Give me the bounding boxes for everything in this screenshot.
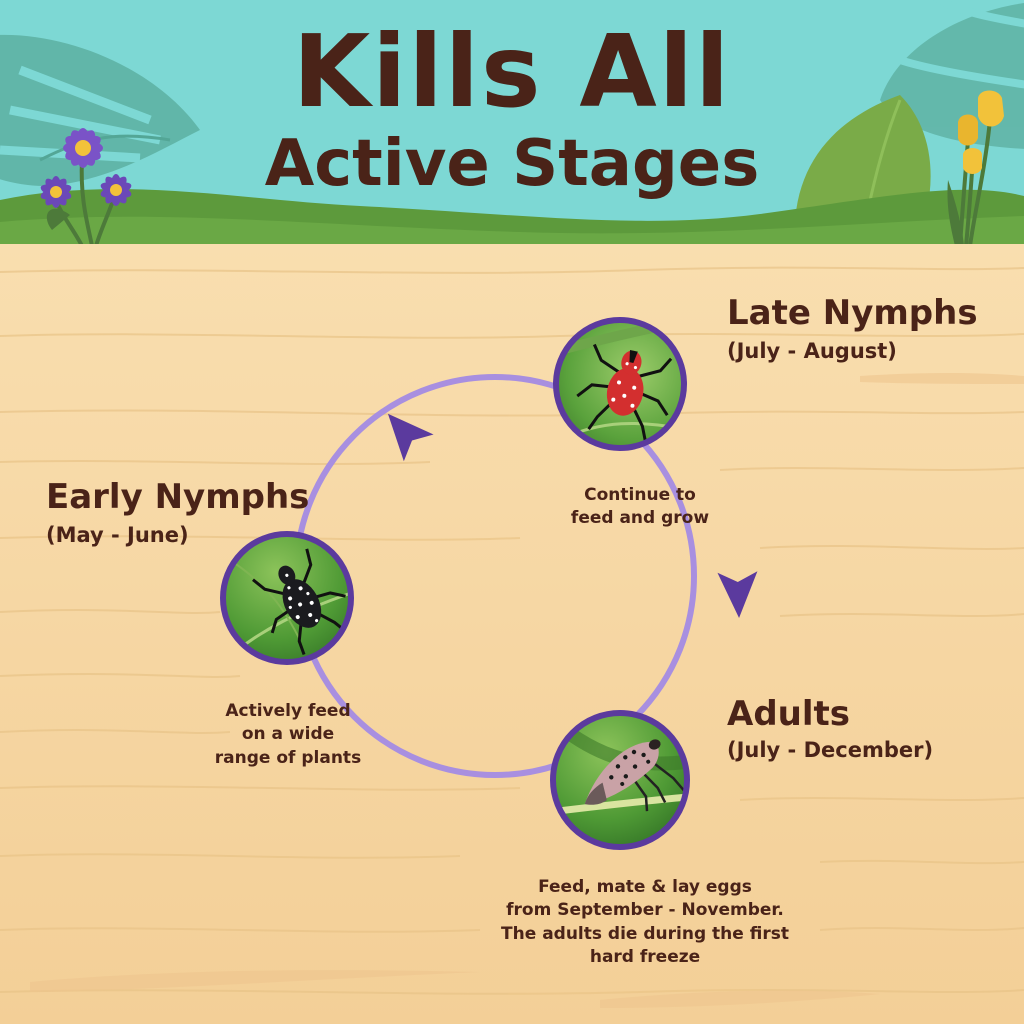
late-nymphs-description: Continue to feed and grow bbox=[570, 485, 710, 529]
lanternfly-icon bbox=[584, 739, 686, 812]
early-nymphs-dates: (May - June) bbox=[46, 523, 189, 547]
adults-description: Feed, mate & lay eggs from September - N… bbox=[501, 877, 789, 968]
title-line-2: Active Stages bbox=[264, 127, 760, 201]
early-nymphs-name: Early Nymphs bbox=[46, 477, 310, 517]
early-nymphs-description: Actively feed on a wide range of plants bbox=[214, 701, 362, 768]
tulip-icon-right bbox=[947, 90, 1004, 247]
late-nymphs-name: Late Nymphs bbox=[727, 293, 978, 333]
monstera-leaf-left bbox=[0, 34, 200, 186]
arrow-icon-late-to-adults bbox=[717, 571, 758, 618]
title-line-1: Kills All bbox=[292, 13, 732, 130]
arrow-icon-early-to-late bbox=[387, 413, 434, 462]
adults-dates: (July - December) bbox=[727, 738, 934, 762]
red-nymph-icon bbox=[576, 343, 673, 442]
wood-panel bbox=[0, 244, 1024, 1024]
flower-icon-left bbox=[40, 128, 132, 247]
late-nymphs-dates: (July - August) bbox=[727, 339, 897, 363]
adult-photo bbox=[550, 710, 690, 850]
wood-streaks bbox=[30, 373, 1024, 1008]
adults-name: Adults bbox=[727, 694, 851, 734]
